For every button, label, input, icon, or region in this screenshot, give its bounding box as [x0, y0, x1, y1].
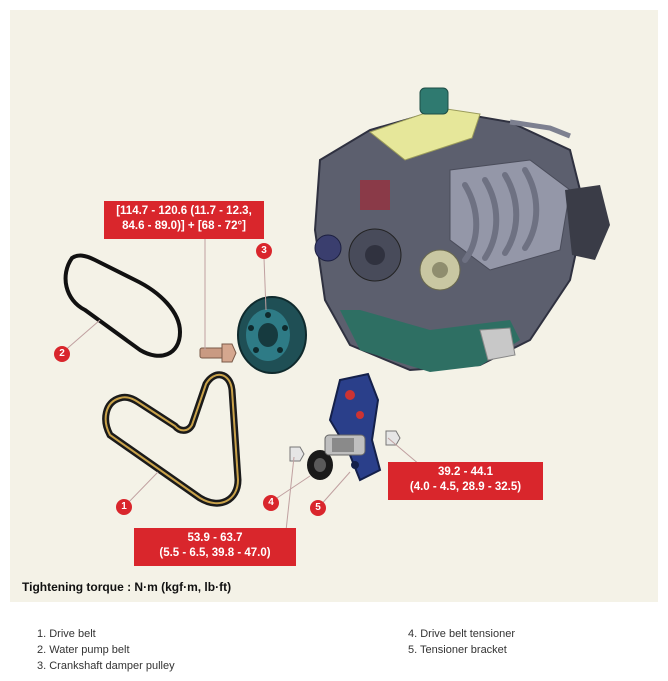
torque-label-crank-bolt: [114.7 - 120.6 (11.7 - 12.3, 84.6 - 89.0…	[104, 201, 264, 239]
water-pump-belt	[63, 253, 183, 358]
drive-belt	[102, 371, 242, 507]
torque-line: 39.2 - 44.1	[438, 466, 493, 478]
torque-line: (4.0 - 4.5, 28.9 - 32.5)	[409, 481, 522, 493]
callout-5: 5	[310, 500, 326, 516]
torque-line: [114.7 - 120.6 (11.7 - 12.3,	[116, 205, 252, 217]
callout-4: 4	[263, 495, 279, 511]
crankshaft-bolt	[199, 343, 237, 363]
drive-belt-tensioner	[307, 434, 366, 480]
legend-item: 2. Water pump belt	[37, 644, 130, 656]
crankshaft-damper-pulley	[237, 296, 307, 374]
diagram-artwork	[61, 87, 610, 541]
torque-units-caption: Tightening torque : N·m (kgf·m, lb·ft)	[22, 580, 232, 594]
callout-2: 2	[54, 346, 70, 362]
legend-right: 4. Drive belt tensioner 5. Tensioner bra…	[408, 626, 515, 658]
callout-1: 1	[116, 499, 132, 515]
callout-3: 3	[256, 243, 272, 259]
torque-line: 84.6 - 89.0)] + [68 - 72°]	[122, 220, 246, 232]
legend-left: 1. Drive belt 2. Water pump belt 3. Cran…	[37, 626, 175, 674]
legend-item: 1. Drive belt	[37, 628, 96, 640]
torque-label-idler-bolt: 53.9 - 63.7 (5.5 - 6.5, 39.8 - 47.0)	[134, 528, 296, 566]
torque-label-tensioner-bolt: 39.2 - 44.1 (4.0 - 4.5, 28.9 - 32.5)	[388, 462, 543, 500]
torque-line: (5.5 - 6.5, 39.8 - 47.0)	[159, 547, 271, 559]
engine-illustration	[313, 87, 610, 372]
legend-item: 4. Drive belt tensioner	[408, 628, 515, 640]
exploded-diagram: [114.7 - 120.6 (11.7 - 12.3, 84.6 - 89.0…	[10, 10, 658, 602]
legend-item: 3. Crankshaft damper pulley	[37, 660, 175, 672]
torque-line: 53.9 - 63.7	[187, 532, 243, 544]
legend-item: 5. Tensioner bracket	[408, 644, 507, 656]
tensioner-bracket	[328, 372, 382, 482]
